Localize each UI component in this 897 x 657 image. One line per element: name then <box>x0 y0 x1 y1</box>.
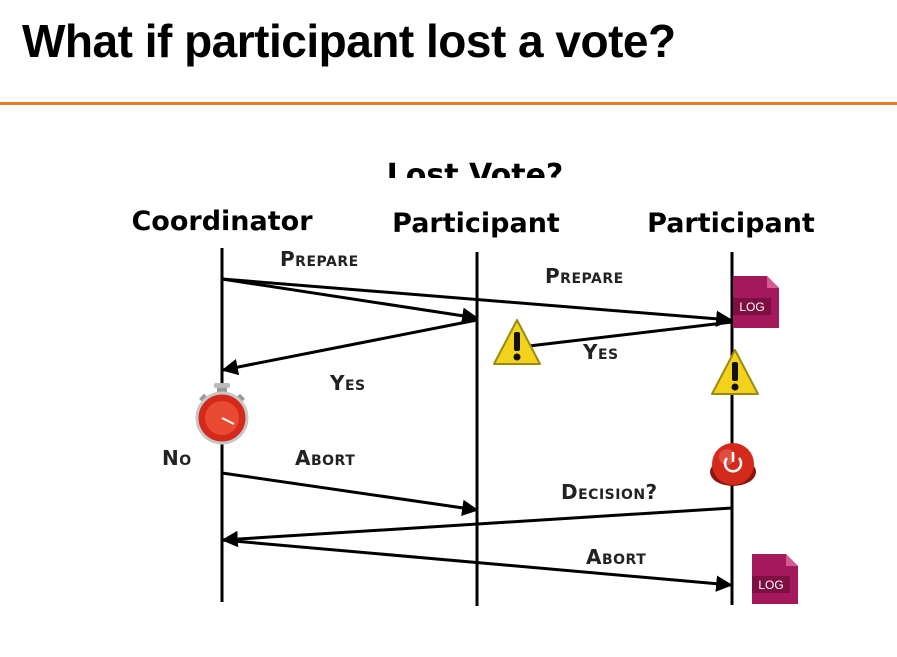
power-button-icon <box>710 443 756 486</box>
warning-icon <box>711 349 759 395</box>
log-file-icon: LOG <box>752 554 798 604</box>
actor-coordinator: Coordinator <box>131 206 313 237</box>
log-label: LOG <box>758 578 783 592</box>
arrow-yes-from-participant-2-lost <box>511 320 733 350</box>
label-prepare-1: Prepare <box>280 247 359 271</box>
actor-participant-1: Participant <box>392 208 560 239</box>
stopwatch-icon <box>195 383 249 445</box>
arrow-yes-from-participant-1 <box>221 318 478 376</box>
warning-icon <box>493 319 541 365</box>
log-label: LOG <box>739 300 764 314</box>
label-yes-1: Yes <box>329 371 366 395</box>
label-prepare-2: Prepare <box>545 264 624 288</box>
label-decision: Decision? <box>561 480 658 504</box>
actor-participant-2: Participant <box>647 208 815 239</box>
title-divider <box>0 102 897 105</box>
arrow-abort-to-participant-1 <box>221 471 479 517</box>
arrow-prepare-to-participant-1 <box>221 277 479 324</box>
arrow-prepare-to-participant-2 <box>221 277 733 328</box>
label-abort-1: Abort <box>295 446 355 470</box>
arrow-decision-request <box>221 506 733 548</box>
slide-title: What if participant lost a vote? <box>22 15 676 67</box>
label-no: No <box>162 446 192 470</box>
partial-header-text: Lost Vote? <box>387 158 564 193</box>
label-abort-2: Abort <box>586 545 646 569</box>
arrow-abort-to-participant-2 <box>221 538 733 592</box>
label-yes-2: Yes <box>582 340 619 364</box>
log-file-icon: LOG <box>733 276 779 328</box>
